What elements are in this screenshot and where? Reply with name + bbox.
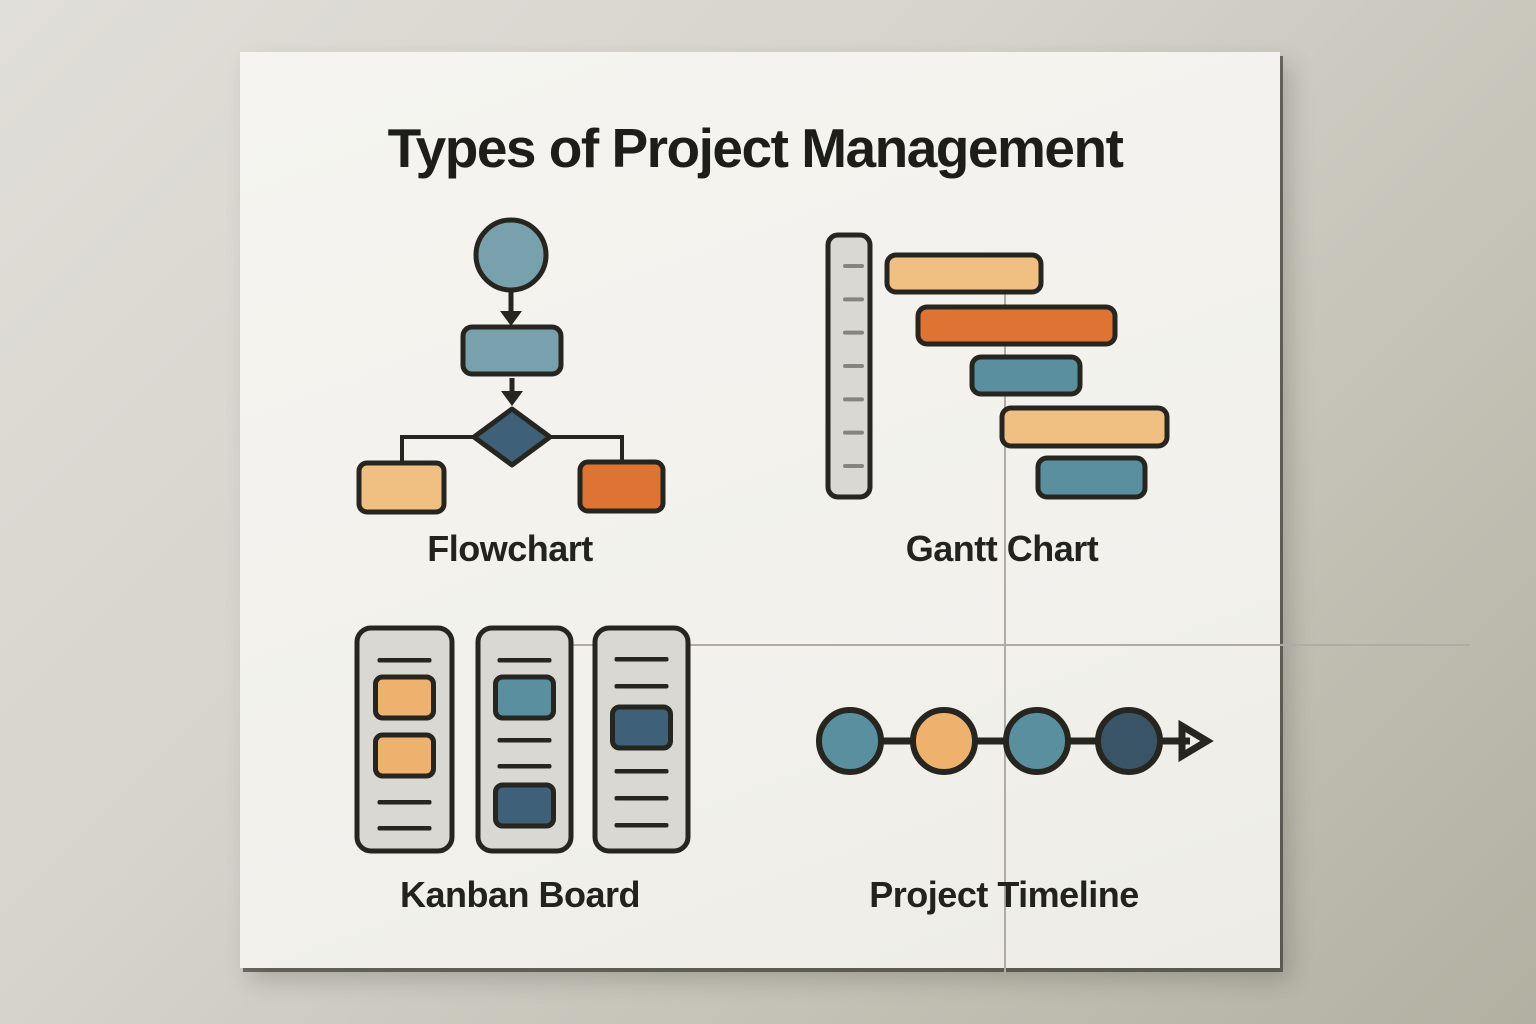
flowchart-graphic — [356, 217, 666, 515]
kanban-text-line — [614, 796, 669, 801]
kanban-card — [610, 704, 673, 751]
kanban-board-label: Kanban Board — [399, 874, 641, 915]
gantt-ruler-tick — [843, 464, 864, 468]
gantt-ruler-tick — [843, 397, 864, 402]
gantt-chart-graphic — [825, 232, 1170, 500]
flowchart-arrow-down-1-head — [500, 311, 522, 326]
kanban-text-line — [497, 658, 552, 663]
vertical-divider — [1004, 262, 1006, 974]
kanban-text-line — [377, 800, 432, 805]
kanban-card — [493, 674, 556, 721]
timeline-node-1 — [816, 707, 884, 775]
flowchart-label: Flowchart — [427, 528, 593, 569]
gantt-bar-4 — [999, 405, 1170, 449]
gantt-chart-label: Gantt Chart — [905, 528, 1099, 569]
gantt-ruler-tick — [843, 330, 864, 335]
kanban-card — [373, 674, 436, 721]
project-timeline-label: Project Timeline — [869, 874, 1139, 915]
kanban-text-line — [614, 657, 669, 662]
flowchart-branch-rect-left — [356, 460, 447, 515]
kanban-text-line — [377, 658, 432, 663]
gantt-bar-1 — [884, 252, 1044, 295]
kanban-text-line — [614, 684, 669, 689]
flowchart-start-circle — [473, 217, 549, 293]
timeline-node-4 — [1095, 707, 1163, 775]
kanban-text-line — [614, 769, 669, 774]
kanban-text-line — [497, 738, 552, 743]
poster-title: Types of Project Management — [387, 117, 1124, 179]
kanban-card — [373, 732, 436, 779]
gantt-ruler-tick — [843, 264, 864, 268]
flowchart-decision-diamond — [471, 406, 553, 468]
flowchart-arrow-down-2-head — [501, 391, 523, 406]
gantt-bar-3 — [969, 354, 1083, 397]
kanban-text-line — [614, 823, 669, 828]
timeline-node-2 — [910, 707, 978, 775]
flowchart-branch-rect-right — [577, 459, 666, 514]
flowchart-process-rect — [460, 324, 564, 377]
horizontal-divider — [536, 644, 1470, 646]
gantt-ruler-tick — [843, 430, 864, 435]
kanban-text-line — [497, 764, 552, 769]
gantt-ruler-tick — [843, 297, 864, 302]
kanban-board-graphic — [354, 625, 691, 854]
gantt-bar-2 — [915, 304, 1118, 347]
timeline-node-3 — [1003, 707, 1071, 775]
timeline-arrow-head — [1178, 719, 1214, 763]
gantt-bar-5 — [1035, 455, 1148, 500]
project-timeline-graphic — [816, 707, 1214, 775]
kanban-card — [493, 782, 556, 829]
kanban-text-line — [377, 826, 432, 831]
gantt-ruler-tick — [843, 364, 864, 368]
